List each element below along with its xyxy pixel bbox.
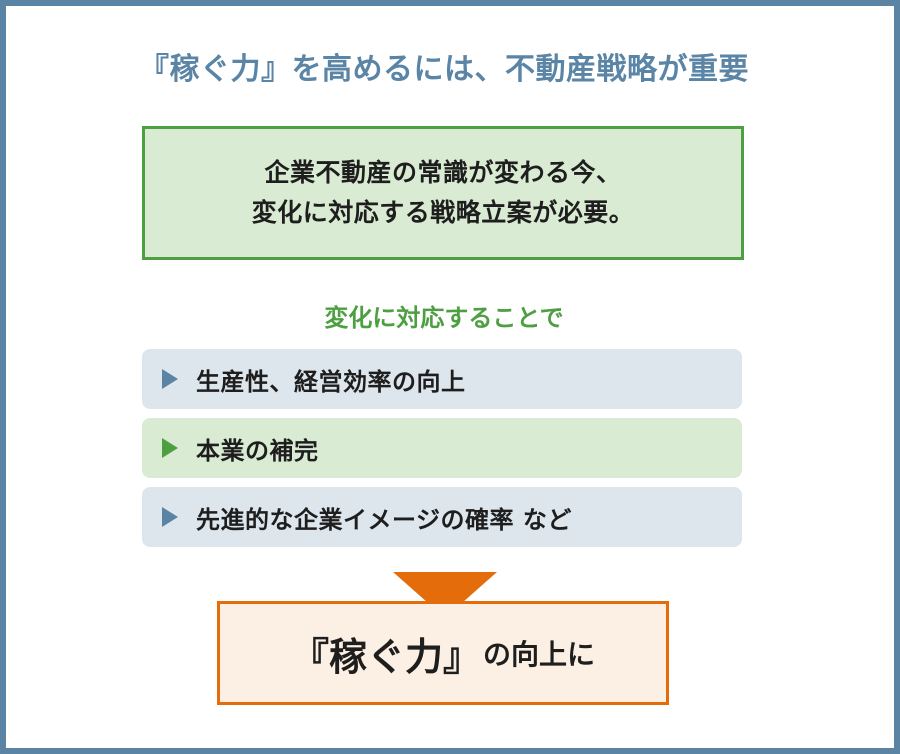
triangle-bullet-icon — [162, 438, 178, 458]
diagram-title: 『稼ぐ力』を高めるには、不動産戦略が重要 — [139, 52, 749, 87]
summary-box: 企業不動産の常識が変わる今、 変化に対応する戦略立案が必要。 — [142, 126, 744, 260]
result-box: 『稼ぐ力』 の向上に — [217, 601, 669, 705]
summary-line-1: 企業不動産の常識が変わる今、 — [264, 158, 622, 187]
result-suffix: の向上に — [483, 638, 596, 671]
benefit-item-productivity: 生産性、経営効率の向上 — [142, 349, 742, 409]
subhead: 変化に対応することで — [324, 304, 564, 332]
benefit-label: 生産性、経営効率の向上 — [196, 367, 466, 396]
summary-line-2: 変化に対応する戦略立案が必要。 — [251, 198, 635, 227]
benefit-item-corporate-image: 先進的な企業イメージの確率 など — [142, 487, 742, 547]
triangle-bullet-icon — [162, 369, 178, 389]
benefit-item-core-business: 本業の補完 — [142, 418, 742, 478]
benefit-label: 先進的な企業イメージの確率 など — [196, 505, 572, 534]
result-emphasis: 『稼ぐ力』 — [290, 634, 481, 679]
benefit-label: 本業の補完 — [196, 436, 319, 465]
triangle-bullet-icon — [162, 507, 178, 527]
benefit-list: 生産性、経営効率の向上 本業の補完 先進的な企業イメージの確率 など — [142, 349, 742, 556]
